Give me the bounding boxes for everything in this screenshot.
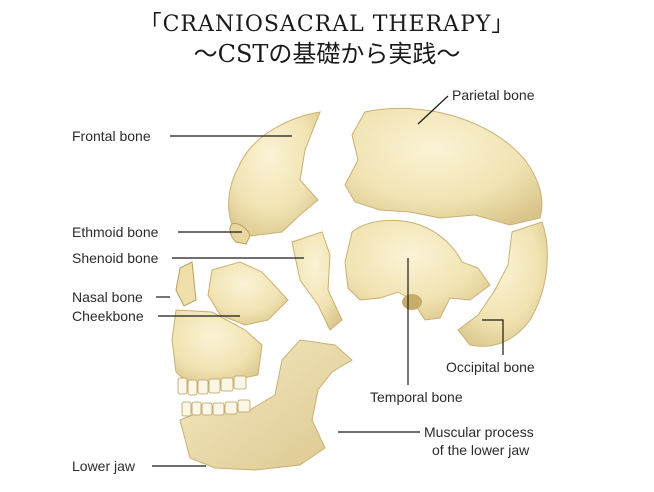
- leader-parietal: [417, 95, 449, 125]
- ethmoid-bone: [229, 223, 251, 245]
- ear-canal: [402, 294, 422, 310]
- label-muscular-2: of the lower jaw: [432, 442, 530, 458]
- occipital-bone: [457, 221, 548, 347]
- label-temporal: Temporal bone: [370, 389, 463, 405]
- parietal-bone: [344, 107, 543, 226]
- title-line-1: 「CRANIOSACRAL THERAPY」: [139, 12, 515, 37]
- label-sphenoid: Shenoid bone: [72, 250, 159, 266]
- nasal-bone: [175, 261, 197, 307]
- upper-teeth: [177, 375, 247, 396]
- label-lower-jaw: Lower jaw: [72, 458, 136, 474]
- sphenoid-bone: [291, 231, 343, 331]
- label-nasal: Nasal bone: [72, 289, 143, 305]
- label-muscular-1: Muscular process: [424, 424, 534, 440]
- label-occipital: Occipital bone: [446, 359, 535, 375]
- leader-occipital: [482, 319, 504, 355]
- label-parietal: Parietal bone: [452, 87, 535, 103]
- lower-jaw: [179, 339, 353, 471]
- label-cheek: Cheekbone: [72, 308, 144, 324]
- lower-teeth: [181, 399, 251, 417]
- frontal-bone: [228, 111, 321, 237]
- label-frontal: Frontal bone: [72, 128, 151, 144]
- label-ethmoid: Ethmoid bone: [72, 224, 159, 240]
- cheek-bone: [207, 261, 289, 326]
- title-line-2: ～CSTの基礎から実践～: [193, 40, 461, 68]
